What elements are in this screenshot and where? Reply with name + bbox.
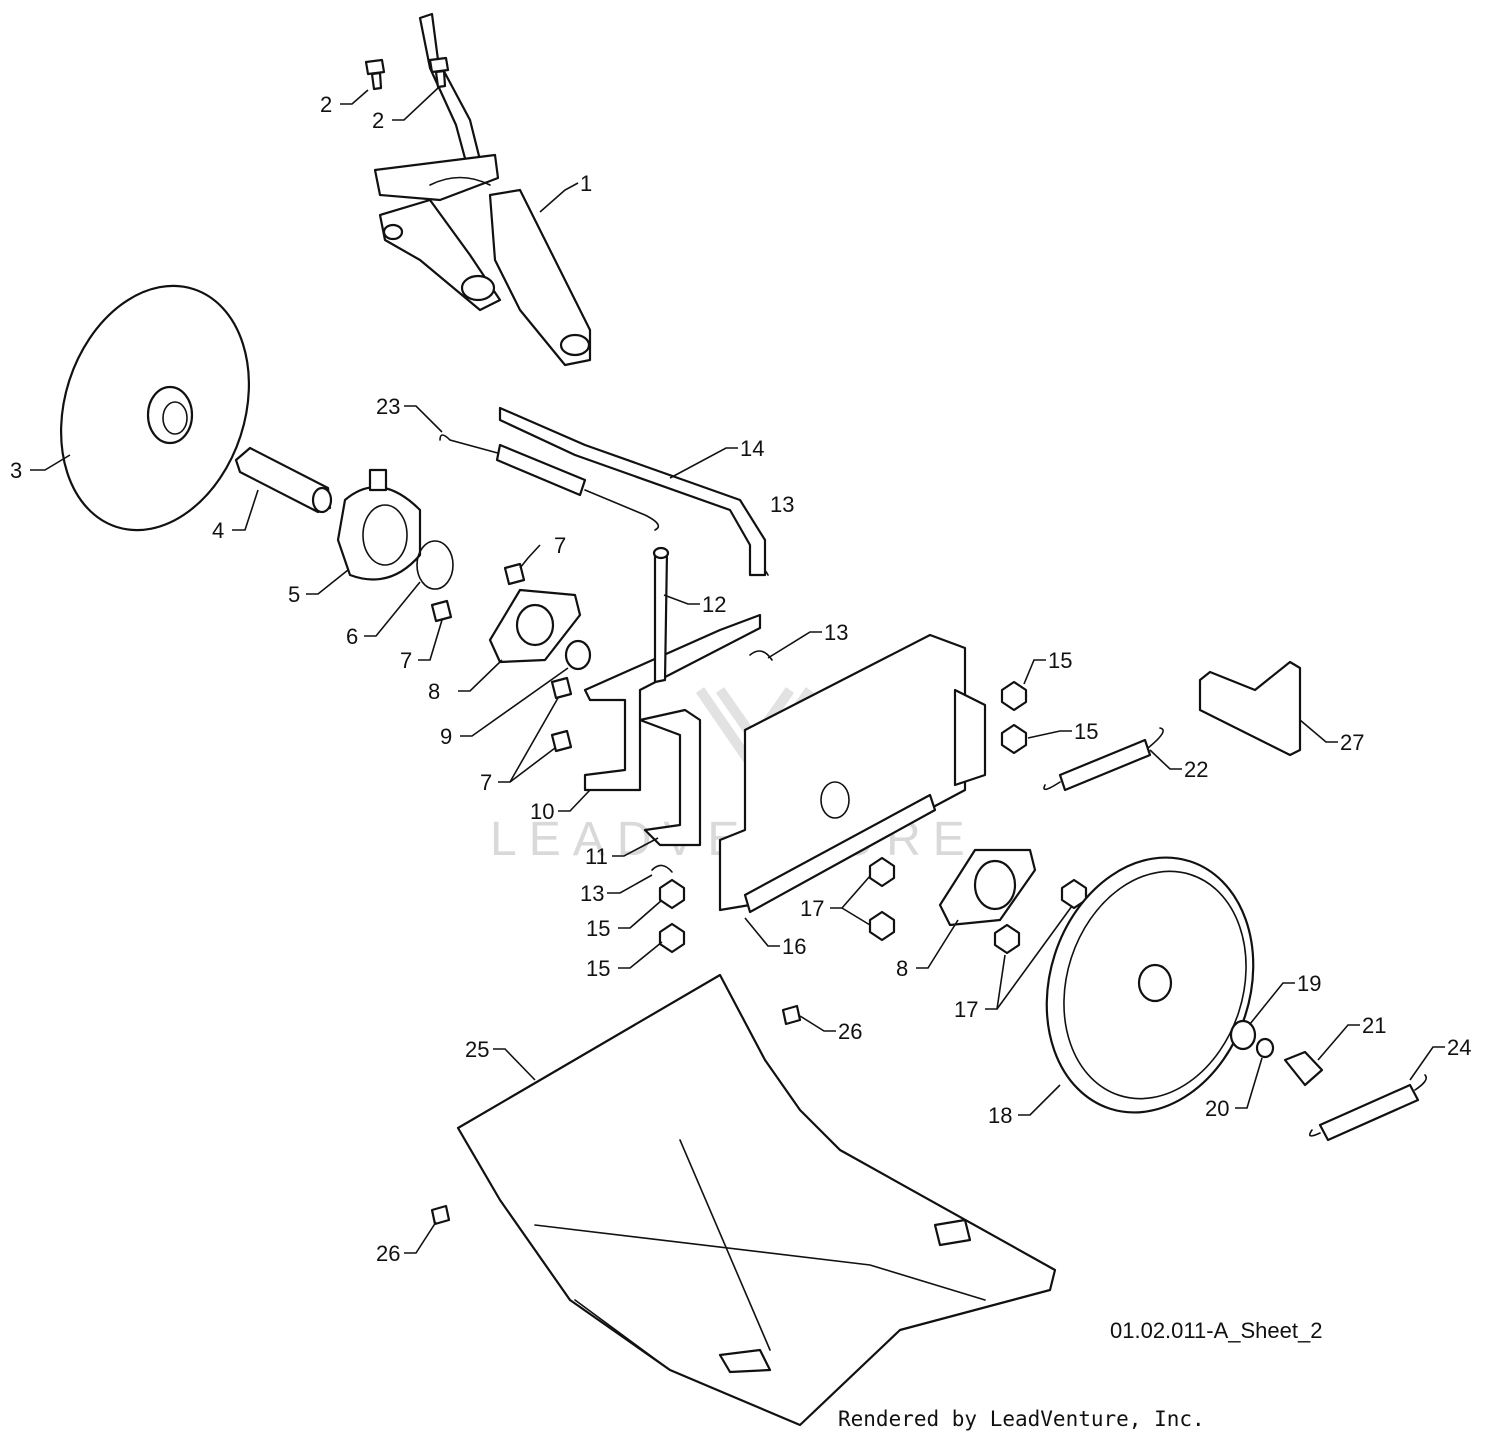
part-18-pulley	[1045, 856, 1255, 1114]
callout-12: 12	[702, 592, 726, 617]
callout-3: 3	[10, 458, 22, 483]
part-15-nut	[658, 922, 686, 954]
callout-13: 13	[824, 620, 848, 645]
part-15-nut	[1000, 723, 1028, 755]
callout-11: 11	[585, 844, 608, 869]
callout-6: 6	[346, 624, 358, 649]
part-19-washer	[1229, 1019, 1257, 1051]
part-27-bracket	[1198, 660, 1302, 757]
callout-21: 21	[1362, 1013, 1386, 1038]
part-22-spring	[1043, 727, 1164, 792]
callout-7: 7	[400, 648, 412, 673]
part-2-screw	[428, 56, 450, 89]
part-7-bolt	[430, 599, 453, 623]
part-6-retaining-ring	[416, 540, 454, 590]
callout-14: 14	[740, 436, 764, 461]
callout-8: 8	[896, 956, 908, 981]
part-8-flange-bearing	[938, 848, 1037, 927]
part-26-screw	[430, 1204, 451, 1226]
part-20-lock-washer	[1255, 1037, 1275, 1059]
callout-16: 16	[782, 934, 806, 959]
callout-7: 7	[554, 533, 566, 558]
part-4-shaft	[234, 446, 333, 514]
footer-credit: Rendered by LeadVenture, Inc.	[838, 1407, 1205, 1431]
callout-15: 15	[586, 916, 610, 941]
callout-2: 2	[320, 92, 332, 117]
callout-23: 23	[376, 394, 400, 419]
callout-8: 8	[428, 679, 440, 704]
part-14-rod	[498, 406, 767, 577]
callout-15: 15	[1048, 648, 1072, 673]
part-13-clip	[749, 650, 773, 661]
leader-lines	[30, 87, 1445, 1254]
callout-7: 7	[480, 770, 492, 795]
part-7-bolt	[550, 676, 573, 700]
part-7-bolt	[503, 562, 526, 586]
part-3-drive-disc	[59, 284, 251, 532]
part-21-bolt	[1283, 1050, 1324, 1087]
callout-17: 17	[800, 896, 824, 921]
part-17-nut	[993, 923, 1021, 955]
part-9-washer	[564, 639, 592, 671]
part-26-screw	[781, 1004, 802, 1026]
callout-19: 19	[1297, 971, 1321, 996]
callout-26: 26	[376, 1241, 400, 1266]
callout-9: 9	[440, 724, 452, 749]
part-17-nut	[868, 910, 896, 942]
callout-15: 15	[586, 956, 610, 981]
callout-27: 27	[1340, 730, 1364, 755]
callout-13: 13	[770, 492, 794, 517]
callout-24: 24	[1447, 1035, 1471, 1060]
part-7-bolt	[550, 729, 573, 753]
callout-26: 26	[838, 1019, 862, 1044]
part-10-bracket	[583, 613, 762, 792]
callout-10: 10	[530, 799, 554, 824]
part-24-spring	[1309, 1074, 1428, 1142]
part-15-nut	[1000, 680, 1028, 712]
part-17-nut	[868, 856, 896, 888]
drawing-id: 01.02.011-A_Sheet_2	[1110, 1318, 1322, 1343]
part-2-screw	[364, 58, 386, 91]
part-8-flange-bearing	[488, 588, 582, 664]
part-25-shield	[456, 973, 1057, 1427]
callout-1: 1	[580, 171, 592, 196]
callout-2: 2	[372, 108, 384, 133]
callout-25: 25	[465, 1037, 489, 1062]
callout-20: 20	[1205, 1096, 1229, 1121]
part-23-spring	[439, 434, 660, 531]
part-16-mounting-plate	[718, 633, 987, 914]
callout-17: 17	[954, 997, 978, 1022]
part-5-bearing-housing	[336, 468, 422, 581]
callouts: 1 2 2 3 4 5 6 7 7 7 7 8 8 9 10 11 12 13 …	[10, 92, 1471, 1266]
callout-4: 4	[212, 518, 224, 543]
callout-15: 15	[1074, 719, 1098, 744]
part-11-bracket	[638, 708, 702, 847]
callout-22: 22	[1184, 757, 1208, 782]
part-12-pin	[652, 546, 670, 684]
callout-13: 13	[580, 881, 604, 906]
callout-5: 5	[288, 582, 300, 607]
part-13-clip	[651, 864, 673, 873]
part-15-nut	[658, 878, 686, 910]
callout-18: 18	[988, 1103, 1012, 1128]
part-1-control-lever-assembly	[373, 12, 592, 367]
